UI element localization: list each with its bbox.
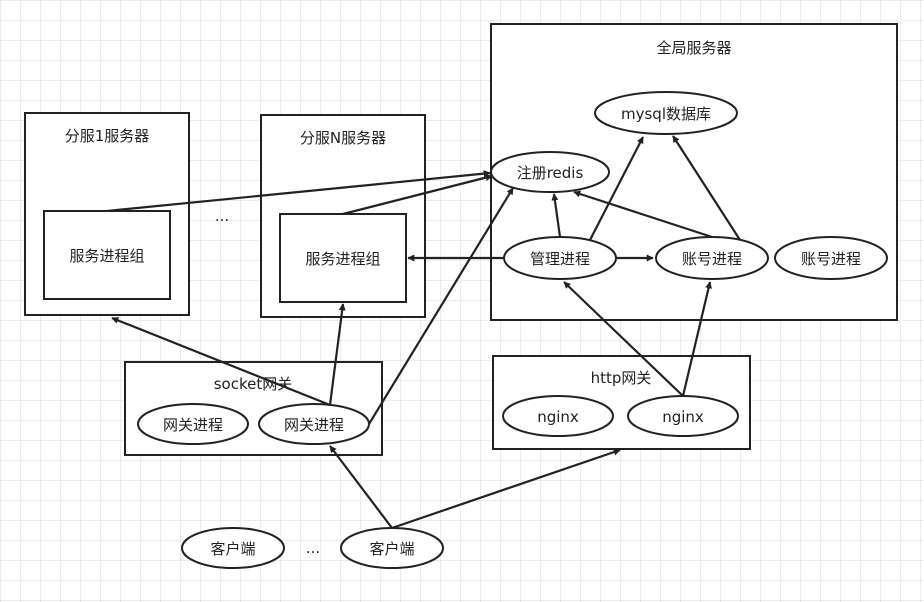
mysql-node: mysql数据库	[594, 91, 738, 135]
edge-manager-mysql	[589, 136, 644, 241]
edge-account-redis	[573, 190, 713, 239]
account-node-2: 账号进程	[774, 236, 888, 280]
manager-label: 管理进程	[530, 250, 590, 268]
shard-ellipsis: ...	[215, 207, 229, 225]
gateway-proc-2-label: 网关进程	[284, 416, 344, 434]
nginx-1-label: nginx	[537, 408, 579, 426]
http-gateway-label: http网关	[591, 369, 652, 387]
edge-account-mysql	[672, 135, 741, 241]
gateway-proc-1: 网关进程	[137, 403, 249, 445]
client-node-1: 客户端	[181, 527, 285, 569]
service-group-shard1-label: 服务进程组	[69, 247, 144, 265]
manager-node: 管理进程	[503, 236, 617, 280]
client-1-label: 客户端	[210, 540, 255, 558]
nginx-2-label: nginx	[662, 408, 704, 426]
client-node-2: 客户端	[340, 527, 444, 569]
account-2-label: 账号进程	[801, 250, 861, 268]
edge-client-http	[391, 448, 621, 530]
edge-nginx-manager	[563, 281, 684, 397]
global-server-label: 全局服务器	[656, 39, 731, 57]
edge-servicen-redis	[342, 174, 493, 216]
edge-gateway-servicen	[328, 303, 346, 406]
gateway-proc-1-label: 网关进程	[163, 416, 223, 434]
service-group-shardn: 服务进程组	[279, 213, 407, 303]
redis-node: 注册redis	[490, 151, 610, 193]
account-node-1: 账号进程	[655, 236, 769, 280]
redis-label: 注册redis	[517, 164, 584, 182]
nginx-node-2: nginx	[627, 395, 739, 437]
gateway-proc-2: 网关进程	[258, 403, 370, 445]
nginx-node-1: nginx	[502, 395, 614, 437]
account-1-label: 账号进程	[682, 250, 742, 268]
edge-manager-redis	[551, 193, 562, 238]
edge-gateway-service1	[111, 316, 331, 407]
edge-client-gateway	[329, 445, 393, 529]
client-ellipsis: ...	[306, 539, 320, 557]
service-group-shard1: 服务进程组	[43, 210, 171, 300]
mysql-label: mysql数据库	[621, 105, 711, 123]
edges	[106, 135, 741, 530]
shardn-server-label: 分服N服务器	[300, 129, 386, 147]
edge-service1-redis	[106, 170, 491, 213]
service-group-shardn-label: 服务进程组	[305, 250, 380, 268]
socket-gateway-label: socket网关	[214, 375, 293, 393]
edge-nginx-account	[681, 281, 712, 397]
client-2-label: 客户端	[369, 540, 414, 558]
edge-gateway-redis	[368, 187, 514, 425]
shard1-server-label: 分服1服务器	[65, 127, 150, 145]
